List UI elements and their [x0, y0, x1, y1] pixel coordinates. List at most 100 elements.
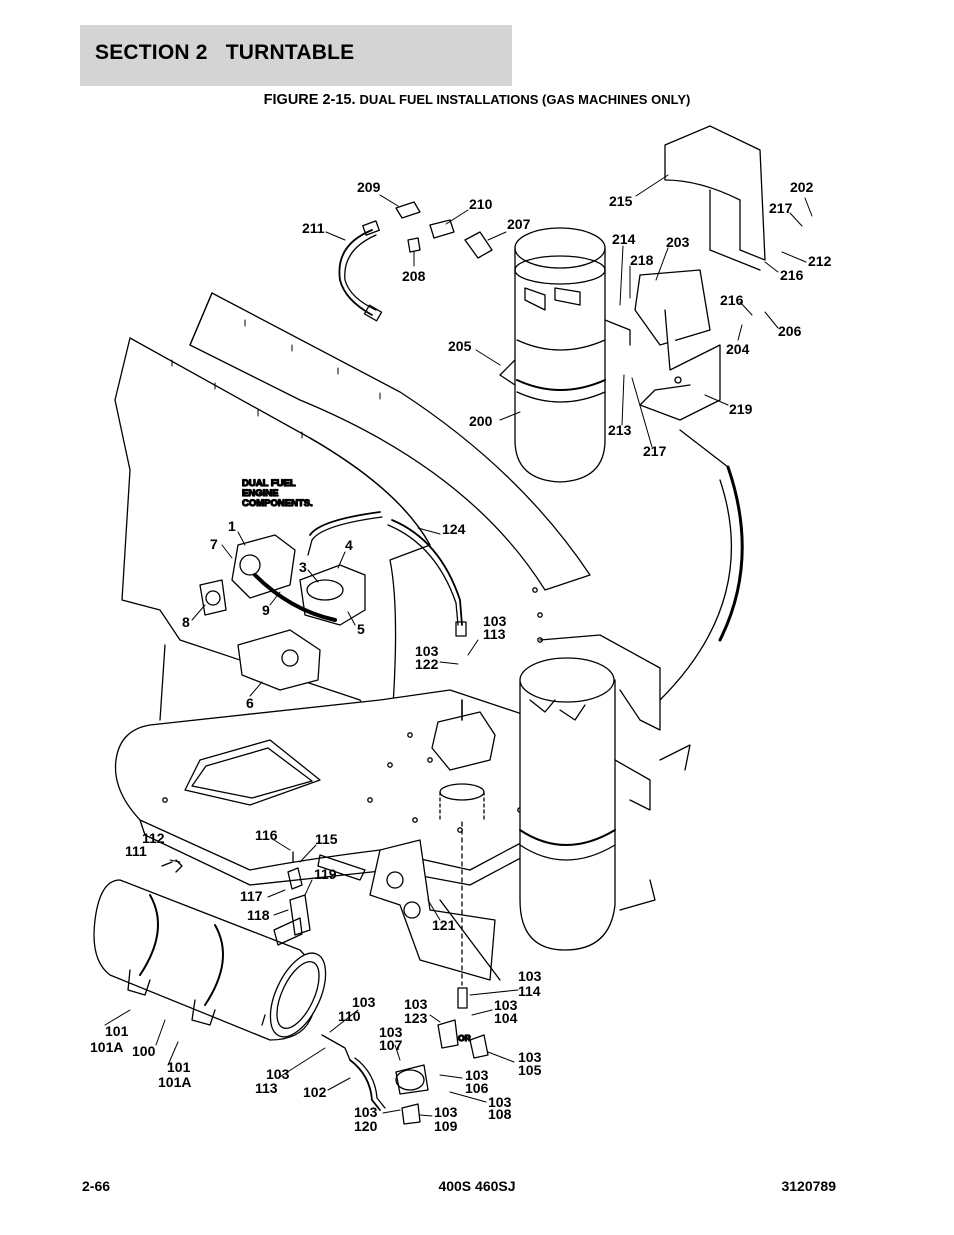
lower-frame-bracket	[317, 839, 501, 981]
callout-label: 209	[357, 179, 381, 195]
tank-support-arc	[659, 429, 744, 701]
callout-label: 101	[167, 1059, 191, 1075]
callout-label: 103	[518, 1049, 542, 1065]
section-name: TURNTABLE	[225, 41, 355, 64]
section-header-bar: SECTION 2 TURNTABLE	[80, 25, 512, 86]
note-line: COMPONENTS.	[242, 498, 313, 509]
callout-label: 103	[465, 1067, 489, 1083]
callout-label: 4	[345, 537, 353, 553]
fuel-hose-124	[387, 519, 467, 637]
center-fuel-manifold	[321, 699, 496, 1125]
fuel-hose-211	[338, 220, 383, 322]
callout-label: 213	[608, 422, 632, 438]
model-number: 400S 460SJ	[438, 1178, 516, 1194]
lp-tank-upper	[499, 227, 631, 483]
upper-tank-shield-bracket	[634, 125, 766, 421]
callout-label: 111	[125, 843, 147, 859]
callout-label: 204	[726, 341, 750, 357]
callout-label: 100	[132, 1043, 156, 1059]
callout-label: 115	[315, 831, 338, 847]
callout-label: 114	[518, 983, 541, 999]
page-number: 2-66	[82, 1178, 111, 1194]
callout-label: 208	[402, 268, 426, 284]
callout-label: 108	[488, 1106, 512, 1122]
callout-label: 215	[609, 193, 633, 209]
callout-label: 103	[483, 613, 507, 629]
callout-label: 103	[379, 1024, 403, 1040]
section-title: SECTION 2 TURNTABLE	[95, 41, 354, 65]
callout-label: 212	[808, 253, 832, 269]
callout-label: 206	[778, 323, 802, 339]
section-label: SECTION 2	[95, 41, 208, 64]
fuel-fittings-upper	[395, 201, 493, 259]
callout-label: 105	[518, 1062, 542, 1078]
callout-label: 103	[266, 1066, 290, 1082]
callout-label: 6	[246, 695, 254, 711]
callout-label: 1	[228, 518, 236, 534]
callout-label: 103	[352, 994, 376, 1010]
callout-label: 218	[630, 252, 654, 268]
callout-label: 101	[105, 1023, 129, 1039]
callout-label: 5	[357, 621, 365, 637]
leader-lines	[104, 174, 813, 1117]
callout-label: 203	[666, 234, 690, 250]
callout-label: 122	[415, 656, 439, 672]
callout-label: 104	[494, 1010, 518, 1026]
callout-label: 116	[255, 827, 278, 843]
callout-label: 103	[494, 997, 518, 1013]
figure-label: FIGURE 2-15.	[263, 92, 356, 108]
callout-label: 120	[354, 1118, 378, 1134]
callout-labels: 209 210 211 207 208 215 202 217 214 203 …	[90, 179, 832, 1134]
callout-label: 103	[488, 1094, 512, 1110]
callout-label: 219	[729, 401, 753, 417]
callout-label: 118	[247, 907, 270, 923]
callout-label: 117	[240, 888, 263, 904]
callout-label: 216	[780, 267, 804, 283]
callout-label: 121	[432, 917, 456, 933]
callout-label: 102	[303, 1084, 327, 1100]
sheet-mounting-tabs	[171, 319, 381, 439]
callout-label: 119	[314, 866, 337, 882]
mounting-hardware	[161, 851, 311, 946]
callout-label: 110	[338, 1008, 361, 1024]
callout-label: 3	[299, 559, 307, 575]
callout-label: 103	[404, 996, 428, 1012]
diagram-note: DUAL FUEL ENGINE COMPONENTS.	[241, 477, 313, 509]
figure-subtitle: DUAL FUEL INSTALLATIONS (GAS MACHINES ON…	[359, 92, 691, 107]
callout-label: 124	[442, 521, 466, 537]
figure-title: FIGURE 2-15. DUAL FUEL INSTALLATIONS (GA…	[0, 92, 954, 108]
callout-label: 103	[354, 1104, 378, 1120]
callout-label: 106	[465, 1080, 489, 1096]
callout-label: 205	[448, 338, 472, 354]
note-line: ENGINE	[242, 488, 278, 499]
callout-label: 101A	[158, 1074, 191, 1090]
callout-label: 113	[483, 626, 506, 642]
callout-label: 216	[720, 292, 744, 308]
lp-tank-horizontal	[93, 879, 327, 1041]
document-number: 3120789	[781, 1178, 836, 1194]
turntable-side-sheet-rear	[189, 292, 591, 591]
callout-label: 101A	[90, 1039, 123, 1055]
callout-label: 217	[769, 200, 793, 216]
callout-label: 109	[434, 1118, 458, 1134]
callout-label: 9	[262, 602, 270, 618]
callout-label: 207	[507, 216, 531, 232]
callout-label: 200	[469, 413, 493, 429]
callout-label: 113	[255, 1080, 278, 1096]
callout-label: 217	[643, 443, 667, 459]
callout-label: 211	[302, 220, 325, 236]
callout-label: 8	[182, 614, 190, 630]
callout-label: 210	[469, 196, 493, 212]
callout-label: 123	[404, 1010, 428, 1026]
callout-label: 103	[434, 1104, 458, 1120]
callout-label: 202	[790, 179, 814, 195]
turntable-side-sheet-front	[114, 337, 431, 723]
or-label: OR	[458, 1033, 471, 1043]
lp-tank-lower	[519, 634, 691, 951]
callout-label: 7	[210, 536, 218, 552]
note-line: DUAL FUEL	[242, 478, 296, 489]
callout-label: 103	[518, 968, 542, 984]
callout-label: 103	[415, 643, 439, 659]
callout-label: 112	[142, 830, 165, 846]
